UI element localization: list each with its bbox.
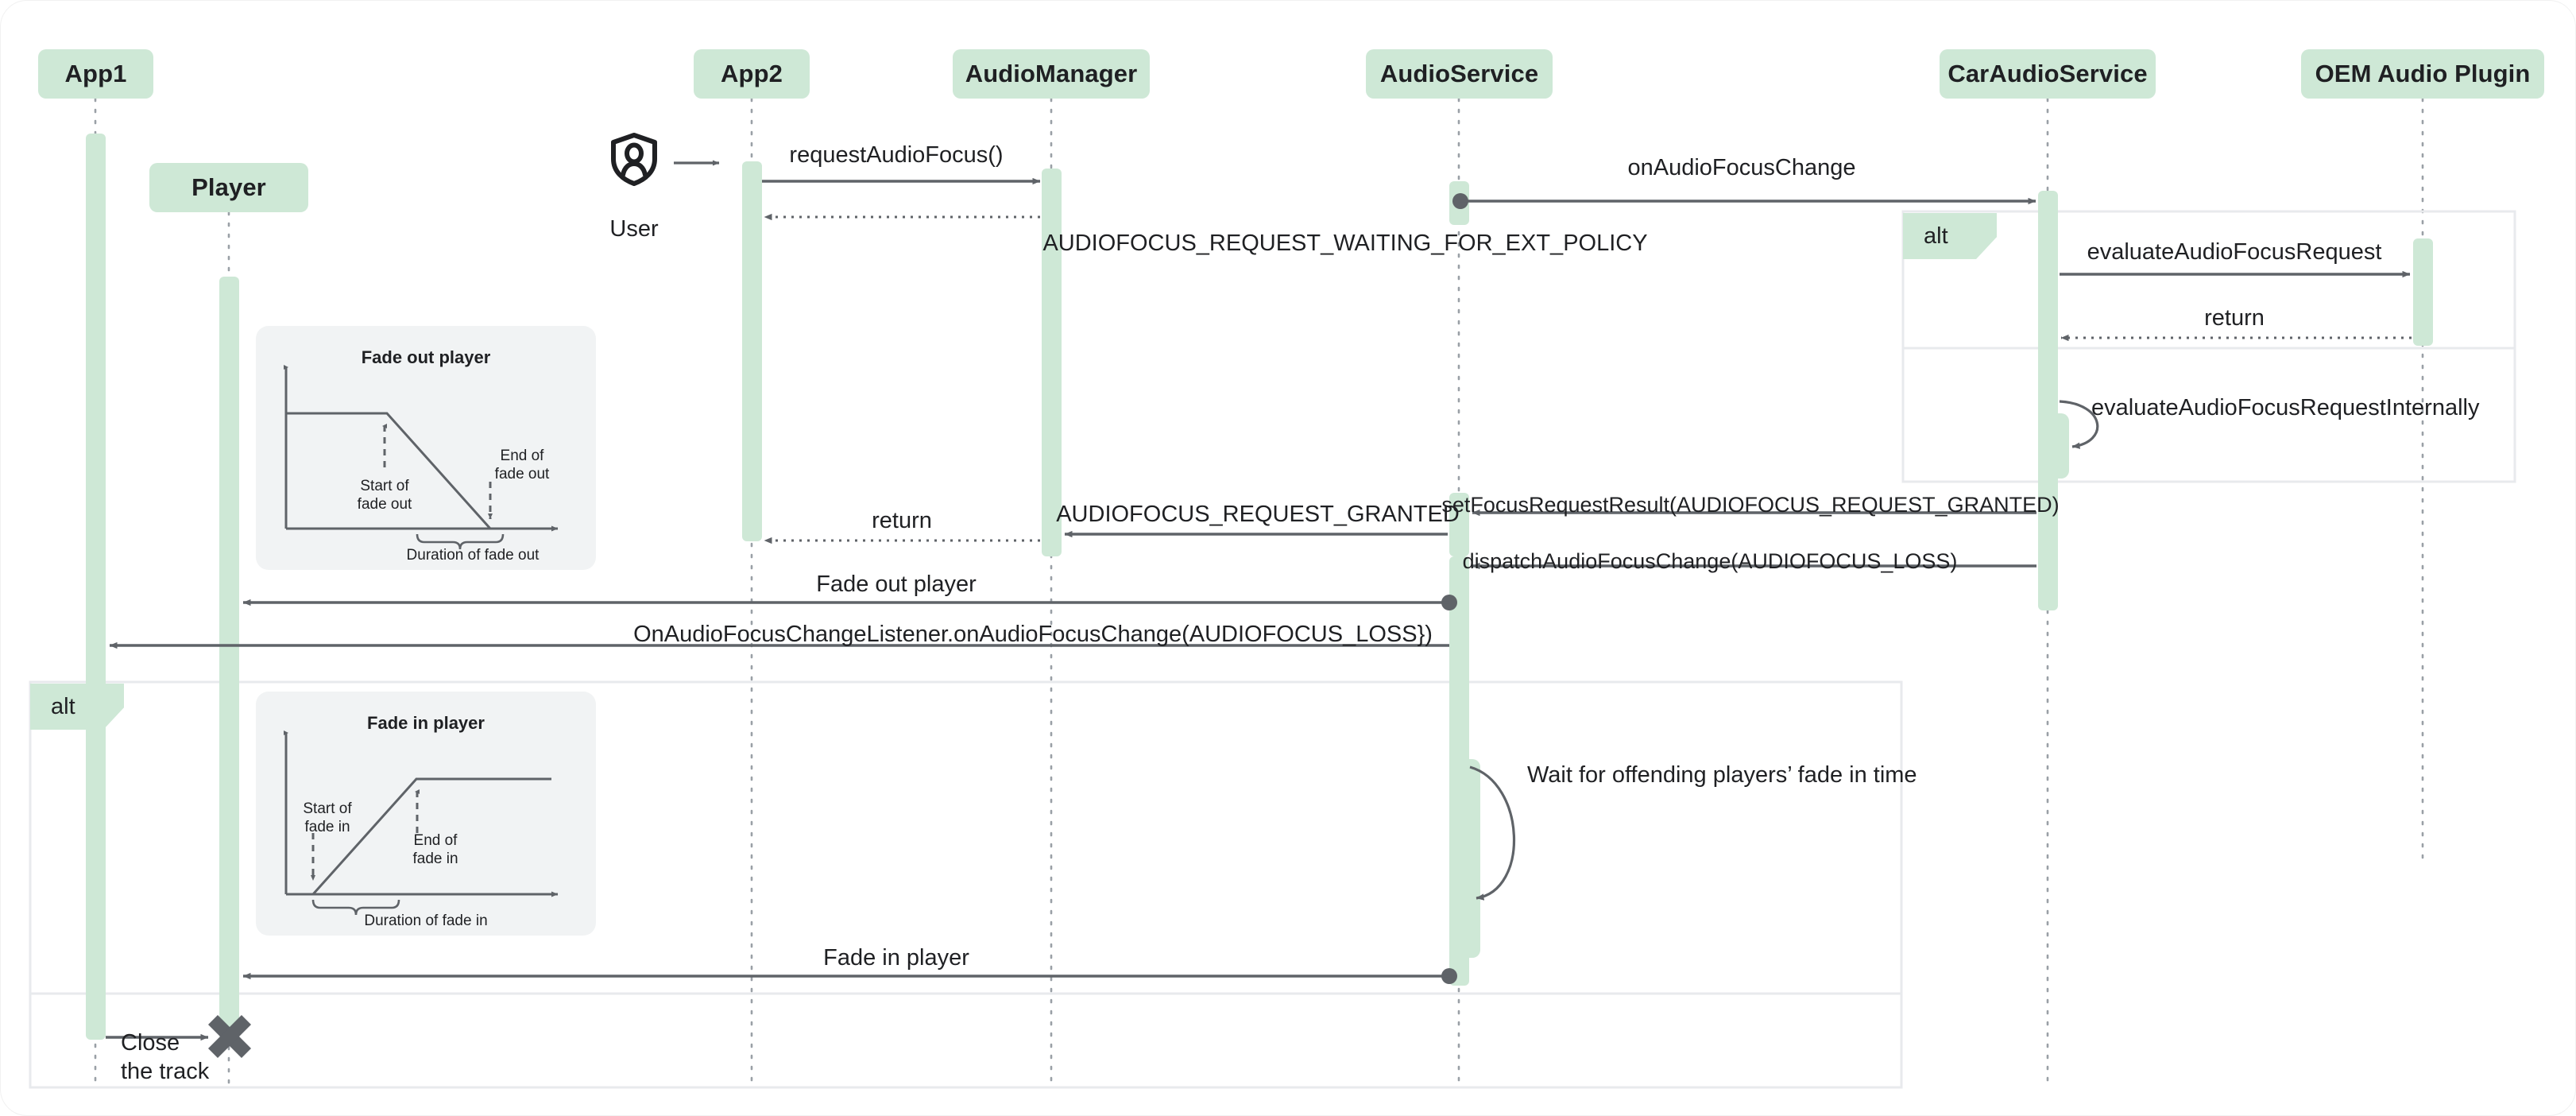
message-label-onAudioFocusChangeListener: OnAudioFocusChangeListener.onAudioFocusC…: [633, 622, 1433, 647]
fade-in-envelope: [286, 777, 551, 896]
message-label-return-oem: return: [2204, 305, 2265, 331]
fade-out-chart-title: Fade out player: [361, 347, 491, 367]
actor-user-label: User: [609, 216, 659, 242]
activation-app2: [742, 161, 762, 541]
shield-person-icon: [611, 133, 657, 186]
fade-in-chart: [256, 692, 596, 936]
fragment-alt-fadein-frame: [29, 680, 1903, 1089]
activation-audioservice-self: [1460, 759, 1480, 958]
activation-bars: [86, 134, 2433, 1040]
fade-in-chart-title: Fade in player: [367, 713, 485, 733]
fade-out-duration-label: Duration of fade out: [406, 547, 540, 564]
message-label-fade-out-player: Fade out player: [816, 572, 977, 597]
message-label-onAudioFocusChange: onAudioFocusChange: [1627, 155, 1856, 180]
participant-audiomanager[interactable]: AudioManager: [953, 49, 1150, 99]
fade-in-duration-label: Duration of fade in: [364, 913, 488, 929]
message-wait-fade-in-time: [1469, 765, 1516, 901]
fragment-tag-alt-oem: alt: [1903, 213, 1997, 259]
message-label-wait-fade-in-time: Wait for offending players’ fade in time: [1527, 761, 1917, 790]
messages-layer: [106, 160, 2412, 1041]
fade-out-envelope: [286, 412, 492, 530]
fade-out-chart-bg: [256, 326, 596, 570]
activation-audiomanager: [1042, 169, 1062, 556]
participant-app2[interactable]: App2: [694, 49, 810, 99]
activation-audioservice-2: [1449, 493, 1469, 556]
message-label-return-audiomanager: return: [872, 508, 932, 533]
message-label-setFocusRequestResult: setFocusRequestResult(AUDIOFOCUS_REQUEST…: [1441, 493, 2060, 517]
participant-app1[interactable]: App1: [38, 49, 153, 99]
message-evaluateAudioFocusRequestInternally: [2059, 400, 2099, 449]
activation-player: [219, 277, 239, 1040]
activation-caraudioservice: [2038, 191, 2058, 610]
participant-player[interactable]: Player: [149, 163, 308, 212]
message-label-requestAudioFocus: requestAudioFocus(): [789, 142, 1004, 168]
message-label-evaluateAudioFocusRequestInternally: evaluateAudioFocusRequestInternally: [2091, 395, 2480, 420]
fragment-frames: [29, 210, 2516, 1089]
activation-app1: [86, 134, 106, 1040]
fade-out-duration-brace: [416, 533, 505, 550]
fade-out-chart: [256, 326, 596, 570]
participant-oemplugin[interactable]: OEM Audio Plugin: [2301, 49, 2544, 99]
participant-audioservice[interactable]: AudioService: [1366, 49, 1553, 99]
fragment-alt-oem-frame: [1901, 210, 2516, 483]
fragment-tag-alt-fadein: alt: [30, 684, 124, 730]
activation-caraudioservice-self: [2049, 413, 2069, 479]
message-label-dispatchAudioFocusChange: dispatchAudioFocusChange(AUDIOFOCUS_LOSS…: [1462, 549, 1958, 573]
message-label-evaluateAudioFocusRequest: evaluateAudioFocusRequest: [2087, 239, 2382, 265]
fade-in-chart-bg: [256, 692, 596, 936]
message-label-waiting-for-ext-policy: AUDIOFOCUS_REQUEST_WAITING_FOR_EXT_POLIC…: [1042, 231, 1648, 256]
fade-in-duration-brace: [311, 899, 400, 916]
player-destroy-marker: [207, 1014, 252, 1059]
message-label-audiofocus-request-granted: AUDIOFOCUS_REQUEST_GRANTED: [1056, 502, 1460, 527]
message-label-fade-in-player: Fade in player: [823, 945, 969, 971]
wait-line-1: Wait for offending players’ fade in time: [1527, 762, 1917, 788]
activation-oemplugin: [2413, 238, 2433, 346]
participant-caraudioservice[interactable]: CarAudioService: [1940, 49, 2156, 99]
